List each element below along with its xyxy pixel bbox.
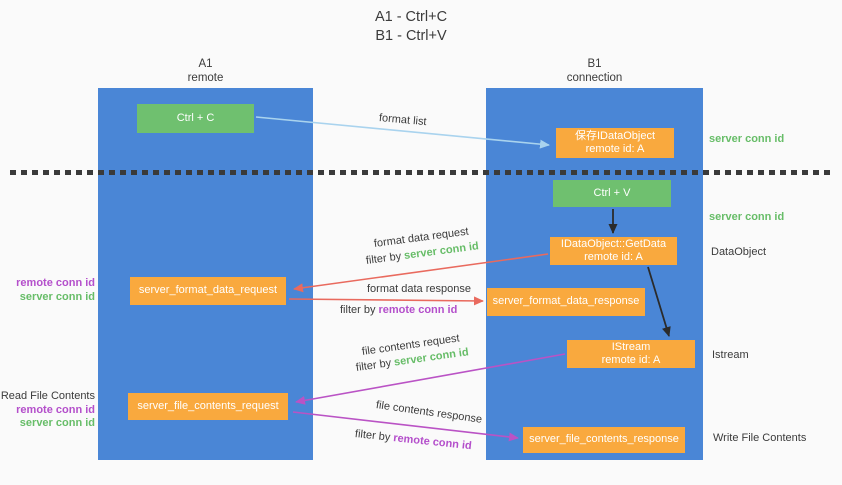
node-server-format-data-response: server_format_data_response (487, 288, 645, 316)
server-conn-id-label: server conn id (19, 290, 95, 303)
istream-line1: IStream (611, 340, 651, 353)
node-save-idataobject: 保存IDataObject remote id: A (556, 128, 674, 158)
lane-header-a1: A1 remote (98, 57, 313, 85)
node-ctrl-c: Ctrl + C (137, 104, 254, 133)
getdata-line2: remote id: A (584, 251, 643, 263)
istream-side-label: Istream (712, 349, 749, 361)
dotted-separator-line (10, 170, 832, 175)
diagram-title: A1 - Ctrl+C B1 - Ctrl+V (0, 8, 822, 46)
node-server-file-contents-response: server_file_contents_response (523, 427, 685, 453)
node-istream: IStream remote id: A (567, 340, 695, 368)
save-idataobject-line2: remote id: A (585, 143, 645, 155)
filter-by-text: filter by (340, 304, 376, 316)
left-conn-id-group-file: Read File Contents remote conn id server… (0, 390, 95, 431)
arrow-format-data-response (288, 296, 484, 306)
lane-b1-name: B1 (587, 58, 602, 70)
remote-conn-id-text: remote conn id (378, 304, 458, 316)
read-file-contents-label: Read File Contents (0, 390, 95, 402)
lane-header-b1: B1 connection (486, 57, 703, 85)
node-ctrl-v: Ctrl + V (553, 180, 671, 207)
lane-b1-role: connection (566, 72, 623, 84)
server-file-contents-response-label: server_file_contents_response (529, 433, 679, 446)
filter-by-text: filter by (365, 250, 402, 267)
lane-a1-role: remote (187, 72, 224, 84)
server-conn-id-label-mid: server conn id (709, 211, 785, 223)
left-conn-id-group-format: remote conn id server conn id (0, 277, 95, 304)
node-server-format-data-request: server_format_data_request (130, 277, 286, 305)
node-server-file-contents-request: server_file_contents_request (128, 393, 288, 420)
dataobject-label: DataObject (711, 246, 767, 258)
ctrl-c-label: Ctrl + C (176, 111, 215, 124)
title-line-2: B1 - Ctrl+V (375, 28, 447, 44)
filter-by-text: filter by (355, 357, 392, 374)
getdata-line1: IDataObject::GetData (560, 237, 667, 250)
remote-conn-id-text: remote conn id (392, 432, 473, 453)
server-conn-id-label-top: server conn id (709, 133, 785, 145)
format-list-label: format list (378, 112, 428, 129)
server-format-data-request-label: server_format_data_request (138, 284, 278, 297)
server-conn-id-label: server conn id (19, 417, 95, 429)
title-line-1: A1 - Ctrl+C (374, 9, 448, 25)
ctrl-v-label: Ctrl + V (593, 186, 631, 199)
lane-a1-name: A1 (198, 58, 213, 70)
save-idataobject-line1: 保存IDataObject (574, 129, 656, 142)
write-file-contents-label: Write File Contents (713, 432, 807, 444)
node-idataobject-getdata: IDataObject::GetData remote id: A (550, 237, 677, 265)
filter-by-text: filter by (354, 428, 391, 444)
istream-line2: remote id: A (601, 354, 661, 366)
server-format-data-response-label: server_format_data_response (492, 295, 640, 308)
remote-conn-id-label: remote conn id (16, 403, 95, 416)
server-file-contents-request-label: server_file_contents_request (137, 399, 279, 412)
remote-conn-id-label: remote conn id (16, 277, 95, 289)
file-contents-response-label: file contents response (375, 399, 483, 426)
format-data-response-label: format data response (367, 283, 471, 295)
